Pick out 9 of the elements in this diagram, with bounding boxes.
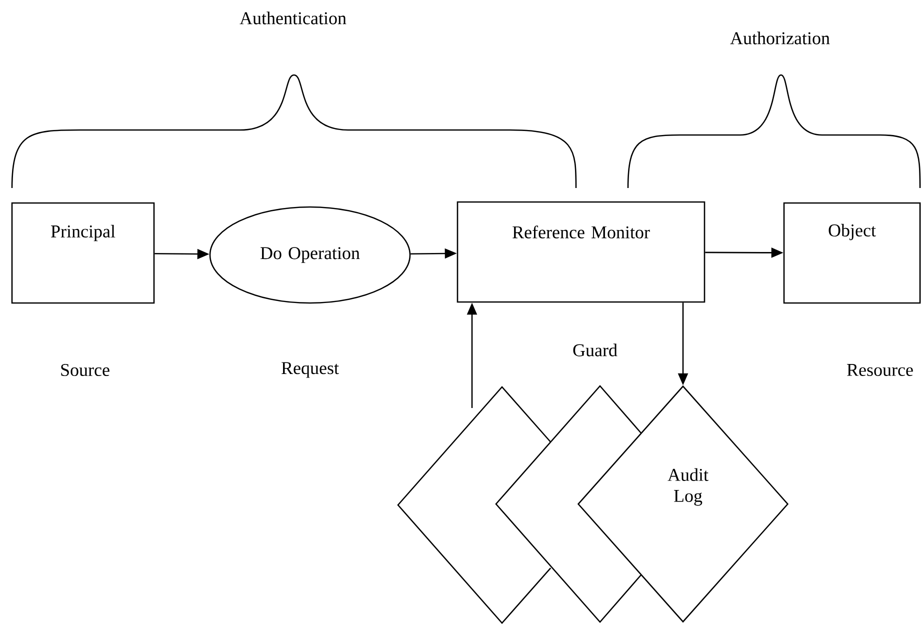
bracket-label: Authentication — [240, 12, 346, 24]
caption-text: Resource — [847, 364, 913, 376]
process-box: Object — [783, 202, 921, 304]
caption-text: Source — [61, 364, 110, 376]
process-box: Principal — [11, 202, 155, 304]
process-box: Reference Monitor — [456, 201, 706, 303]
caption-text: Request — [282, 362, 339, 378]
bracket-label: Authorization — [730, 32, 830, 44]
caption-text: Guard — [573, 344, 618, 356]
